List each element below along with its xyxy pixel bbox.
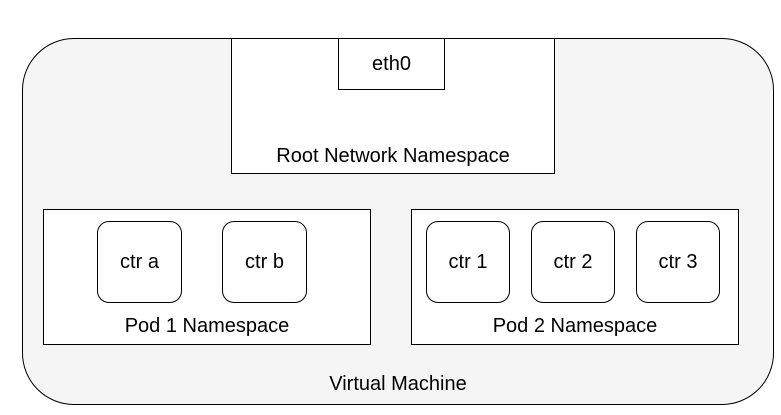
pod-1-container-b: ctr b bbox=[222, 221, 307, 303]
virtual-machine-label: Virtual Machine bbox=[329, 373, 467, 395]
pod-1-container-a: ctr a bbox=[97, 221, 182, 303]
pod-2-container-3: ctr 3 bbox=[636, 221, 720, 303]
pod-1-namespace-label: Pod 1 Namespace bbox=[124, 315, 290, 337]
pod-2-container-1: ctr 1 bbox=[426, 221, 510, 303]
eth0-interface-box: eth0 bbox=[338, 38, 445, 90]
root-network-namespace-label: Root Network Namespace bbox=[276, 145, 510, 167]
pod-2-namespace-label: Pod 2 Namespace bbox=[492, 315, 658, 337]
pod-2-container-2: ctr 2 bbox=[531, 221, 615, 303]
